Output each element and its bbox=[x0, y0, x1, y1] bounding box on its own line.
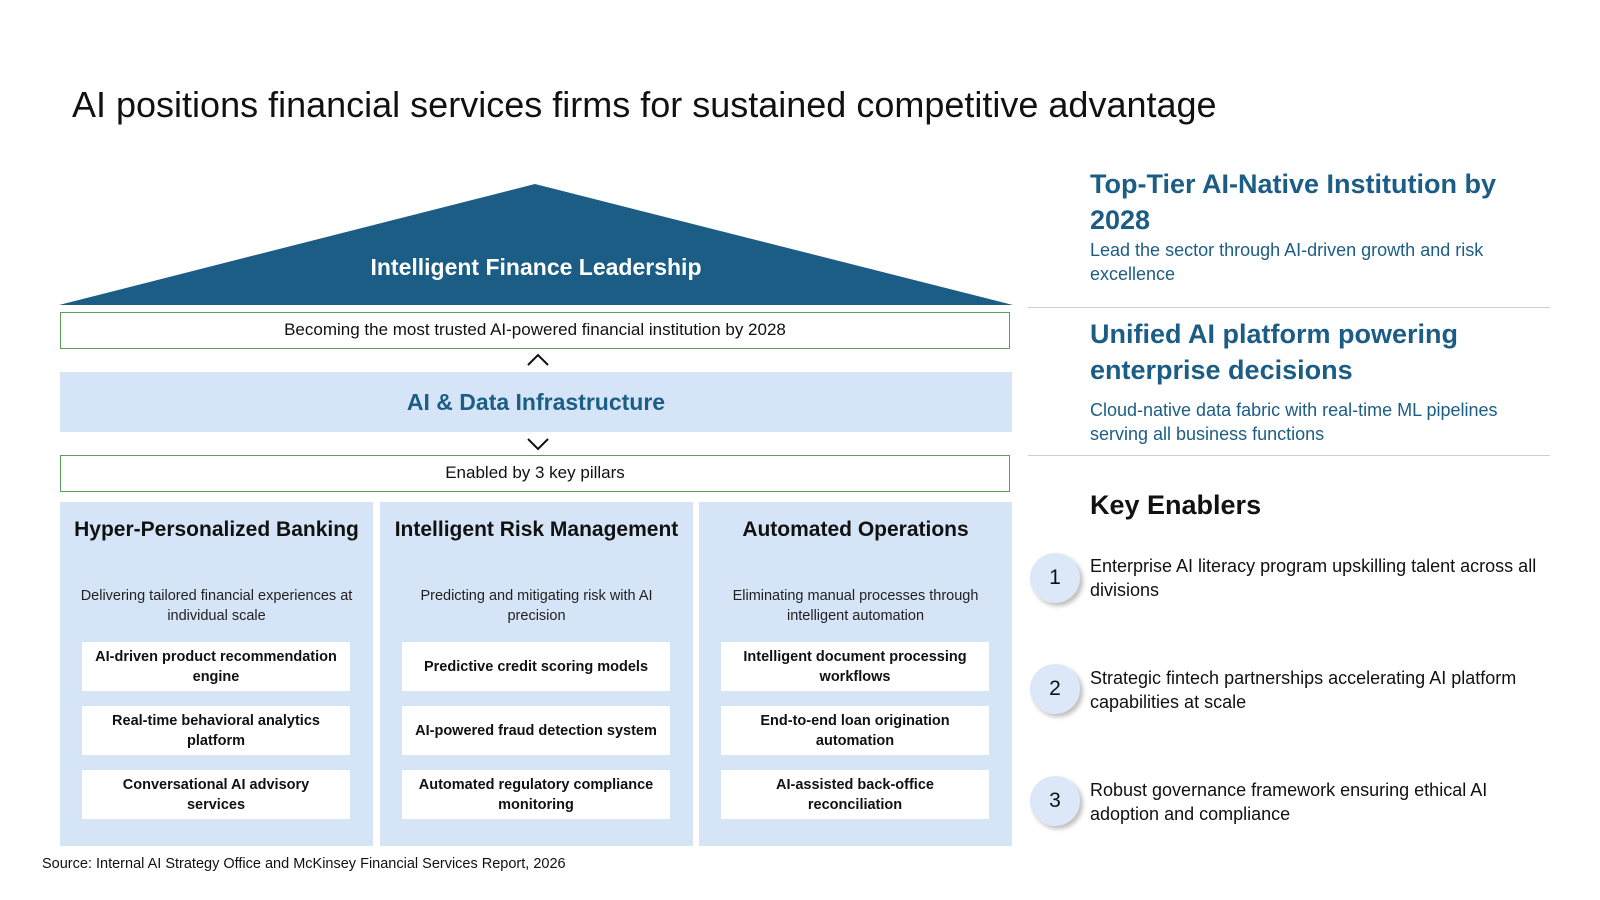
enabler-text: Enterprise AI literacy program upskillin… bbox=[1090, 556, 1537, 600]
enabler-text: Strategic fintech partnerships accelerat… bbox=[1090, 668, 1517, 712]
platform-heading: Unified AI platform powering enterprise … bbox=[1090, 319, 1458, 385]
house-roof: Intelligent Finance Leadership bbox=[59, 184, 1013, 310]
enabler-number-badge: 3 bbox=[1030, 776, 1080, 826]
pillar-risk-management: Intelligent Risk Management Predicting a… bbox=[380, 502, 693, 846]
roof-label: Intelligent Finance Leadership bbox=[370, 254, 702, 280]
feature-box: Predictive credit scoring models bbox=[402, 642, 670, 691]
feature-box: Automated regulatory compliance monitori… bbox=[402, 770, 670, 819]
goal-subtext: Lead the sector through AI-driven growth… bbox=[1090, 240, 1484, 284]
chevron-up-icon bbox=[527, 353, 549, 366]
enabler-number-badge: 1 bbox=[1030, 553, 1080, 603]
pillar-description: Delivering tailored financial experience… bbox=[80, 588, 353, 624]
key-enablers-title: Key Enablers bbox=[1090, 490, 1262, 520]
enabler-number-badge: 2 bbox=[1030, 664, 1080, 714]
pillar-description: Predicting and mitigating risk with AI p… bbox=[420, 588, 653, 624]
enabler-text: Robust governance framework ensuring eth… bbox=[1090, 780, 1488, 824]
chevron-down-icon bbox=[527, 438, 549, 451]
goal-heading: Top-Tier AI-Native Institution by 2028 bbox=[1090, 169, 1497, 235]
infrastructure-band: AI & Data Infrastructure bbox=[60, 372, 1012, 432]
feature-box: AI-powered fraud detection system bbox=[402, 706, 670, 755]
feature-box: AI-driven product recommendation engine bbox=[82, 642, 350, 691]
pillars-bar: Enabled by 3 key pillars bbox=[60, 455, 1010, 492]
platform-subtext: Cloud-native data fabric with real-time … bbox=[1090, 400, 1498, 444]
page-title: AI positions financial services firms fo… bbox=[72, 84, 1217, 125]
feature-box: AI-assisted back-office reconciliation bbox=[721, 770, 989, 819]
feature-box: Intelligent document processing workflow… bbox=[721, 642, 989, 691]
pillar-personalized-banking: Hyper-Personalized Banking Delivering ta… bbox=[60, 502, 373, 846]
vision-bar: Becoming the most trusted AI-powered fin… bbox=[60, 312, 1010, 349]
pillar-title: Intelligent Risk Management bbox=[394, 518, 679, 541]
pillar-automated-operations: Automated Operations Eliminating manual … bbox=[699, 502, 1012, 846]
pillar-description: Eliminating manual processes through int… bbox=[732, 588, 979, 624]
divider bbox=[1028, 307, 1550, 308]
feature-box: Real-time behavioral analytics platform bbox=[82, 706, 350, 755]
feature-box: End-to-end loan origination automation bbox=[721, 706, 989, 755]
feature-box: Conversational AI advisory services bbox=[82, 770, 350, 819]
source-note: Source: Internal AI Strategy Office and … bbox=[42, 856, 566, 872]
divider bbox=[1028, 455, 1550, 456]
pillar-title: Hyper-Personalized Banking bbox=[74, 518, 359, 541]
roof-triangle bbox=[59, 184, 1013, 305]
pillar-title: Automated Operations bbox=[742, 518, 969, 541]
